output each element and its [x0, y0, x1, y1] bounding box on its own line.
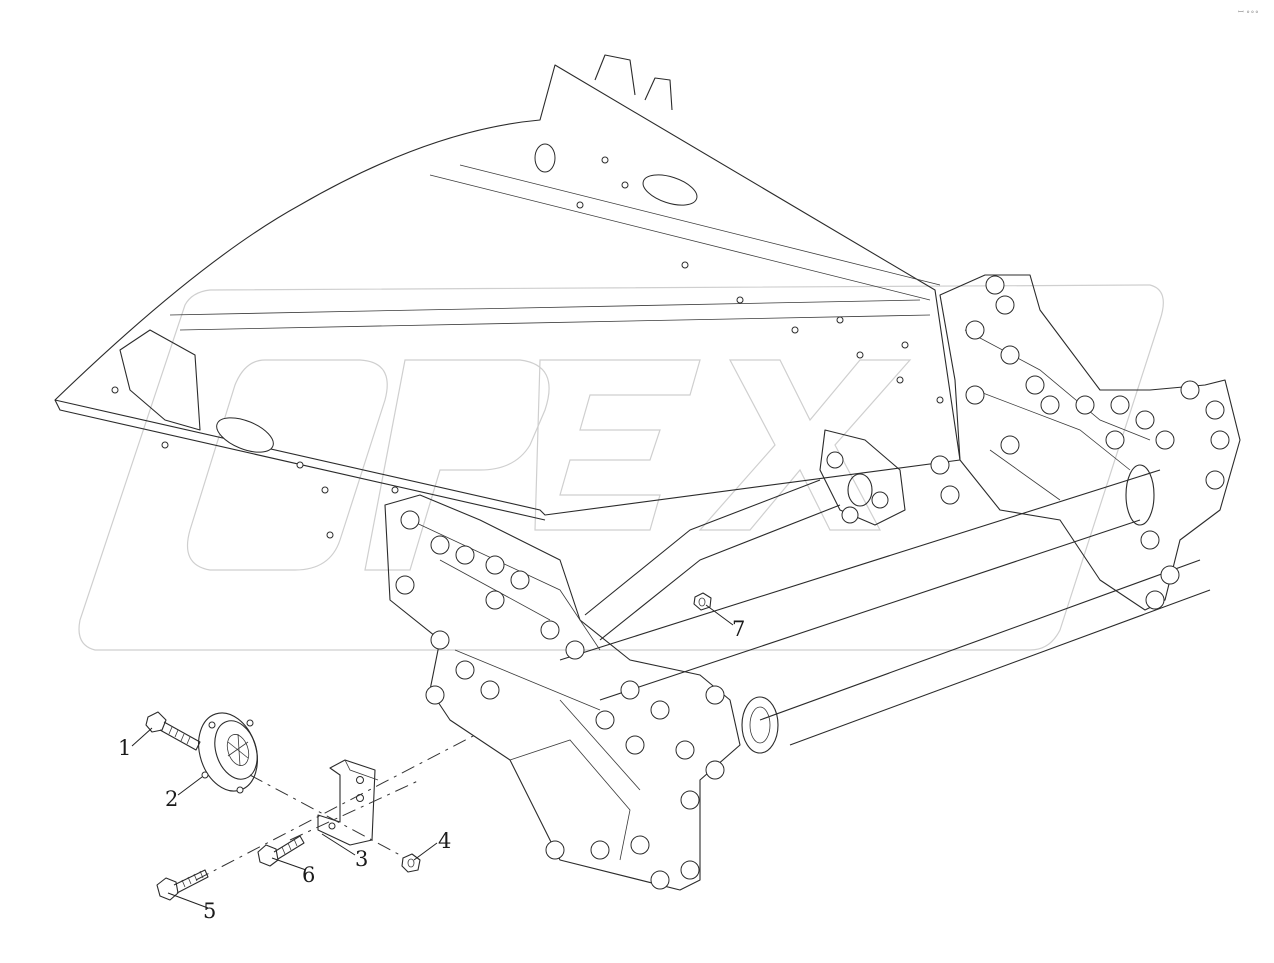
- bolt-part-1: [145, 711, 201, 751]
- frame-rail: [54, 54, 961, 539]
- callout-1: 1: [118, 736, 131, 760]
- middle-bearing-housing: [819, 429, 906, 526]
- corner-mark: ꟷ ∘∘∘: [1238, 8, 1259, 16]
- cross-tube: [559, 464, 1211, 746]
- bolt-part-5: [156, 869, 209, 901]
- watermark-logo: [78, 284, 1164, 651]
- callout-5: 5: [203, 899, 216, 923]
- bracket-plate-part-3: [317, 759, 379, 846]
- callout-labels: 1 2 3 4 5 6 7: [118, 617, 745, 923]
- callout-3: 3: [355, 847, 368, 871]
- callout-6: 6: [302, 863, 315, 887]
- nut-part-4: [401, 853, 421, 873]
- nut-part-7: [693, 592, 712, 611]
- callout-2: 2: [165, 787, 178, 811]
- right-axle-bracket: [930, 274, 1241, 611]
- callout-4: 4: [438, 829, 451, 853]
- exploded-parts: [145, 592, 712, 901]
- left-axle-bracket: [384, 494, 779, 891]
- leader-lines: [131, 604, 734, 909]
- callout-7: 7: [732, 617, 745, 641]
- cover-cap-part-2: [198, 712, 258, 794]
